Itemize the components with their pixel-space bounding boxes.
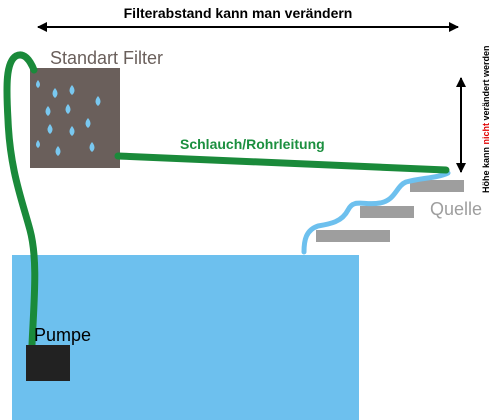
pump-label: Pumpe bbox=[34, 325, 91, 345]
pump-hose bbox=[3, 51, 39, 349]
distance-label: Filterabstand kann man verändern bbox=[124, 5, 353, 21]
filter-box bbox=[30, 68, 120, 168]
height-label-part2: verändert werden bbox=[481, 45, 491, 123]
pump bbox=[26, 345, 70, 381]
source-steps bbox=[316, 180, 464, 242]
height-label: Höhe kann nicht verändert werden bbox=[481, 45, 491, 193]
water-stream bbox=[301, 170, 451, 255]
height-label-part1: Höhe kann bbox=[481, 144, 491, 193]
outlet-hose bbox=[114, 152, 450, 174]
filter-label: Standart Filter bbox=[50, 48, 163, 68]
water-drops bbox=[36, 80, 101, 156]
hose-label: Schlauch/Rohrleitung bbox=[180, 136, 325, 152]
source-label: Quelle bbox=[430, 199, 482, 219]
height-label-emphasis: nicht bbox=[481, 123, 491, 145]
pond-water bbox=[12, 255, 359, 420]
